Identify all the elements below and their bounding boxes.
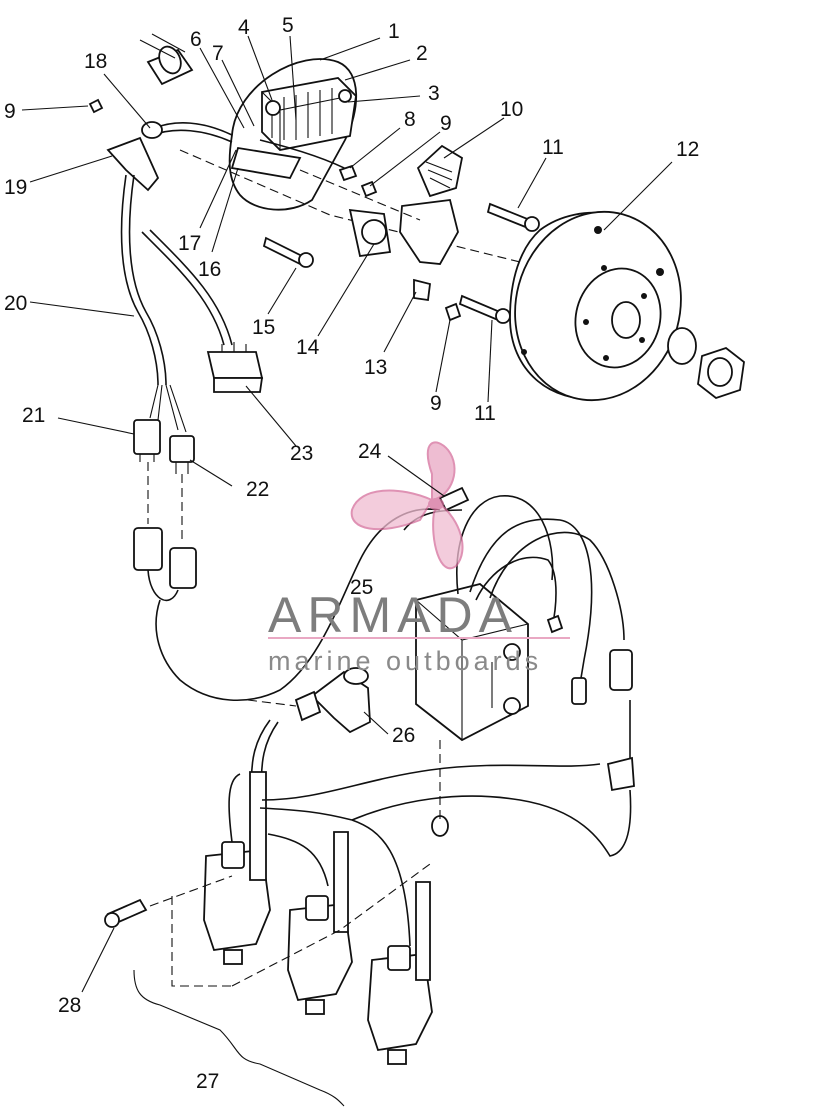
flywheel	[509, 210, 745, 402]
callout-labels: 1 2 3 4 5 6 7 8 9 9 9 10 11 11 12 13 14 …	[4, 14, 699, 1093]
callout-24: 24	[358, 440, 382, 463]
callout-4: 4	[238, 16, 250, 39]
callout-19: 19	[4, 176, 27, 199]
group-bracket-27	[133, 969, 345, 1107]
callout-17: 17	[178, 232, 201, 255]
callout-1: 1	[388, 20, 400, 43]
callout-9-lower: 9	[430, 392, 442, 415]
callout-3: 3	[428, 82, 440, 105]
wire-harness	[106, 121, 233, 433]
leader-lines	[21, 35, 673, 993]
watermark-propeller-logo	[350, 441, 464, 570]
callout-26: 26	[392, 724, 415, 747]
callout-10: 10	[500, 98, 523, 121]
watermark-subtitle: marine outboards	[268, 646, 542, 676]
connector-22	[169, 435, 195, 474]
callout-18: 18	[84, 50, 107, 73]
connector-21	[133, 419, 161, 462]
callout-13: 13	[364, 356, 387, 379]
watermark-title: ARMADA	[268, 587, 518, 643]
callout-8: 8	[404, 108, 416, 131]
watermark: ARMADA marine outboards	[268, 441, 570, 676]
callout-11-upper: 11	[542, 136, 564, 159]
callout-11-lower: 11	[474, 402, 496, 425]
callout-20: 20	[4, 292, 27, 315]
connector-24	[438, 486, 470, 512]
callout-21: 21	[22, 404, 45, 427]
callout-5: 5	[282, 14, 294, 37]
callout-9-top-left: 9	[4, 100, 16, 123]
pulser-coil	[259, 139, 464, 302]
callout-27: 27	[196, 1070, 219, 1093]
screws	[88, 98, 540, 324]
callout-7: 7	[212, 42, 224, 65]
cdi-unit	[403, 495, 633, 742]
callout-16: 16	[198, 258, 221, 281]
callout-6: 6	[190, 28, 202, 51]
mating-connectors	[133, 462, 441, 702]
callout-14: 14	[296, 336, 320, 359]
callout-2: 2	[416, 42, 428, 65]
callout-9-middle: 9	[440, 112, 452, 135]
callout-12: 12	[676, 138, 699, 161]
callout-25: 25	[350, 576, 373, 599]
callout-28: 28	[58, 994, 81, 1017]
stator-assembly	[139, 33, 521, 263]
callout-23: 23	[290, 442, 313, 465]
callout-22: 22	[246, 478, 269, 501]
spark-plug-cap	[247, 667, 371, 793]
screw-28	[104, 898, 148, 928]
connector-23	[206, 342, 264, 393]
ignition-coils	[149, 700, 635, 1065]
callout-15: 15	[252, 316, 275, 339]
